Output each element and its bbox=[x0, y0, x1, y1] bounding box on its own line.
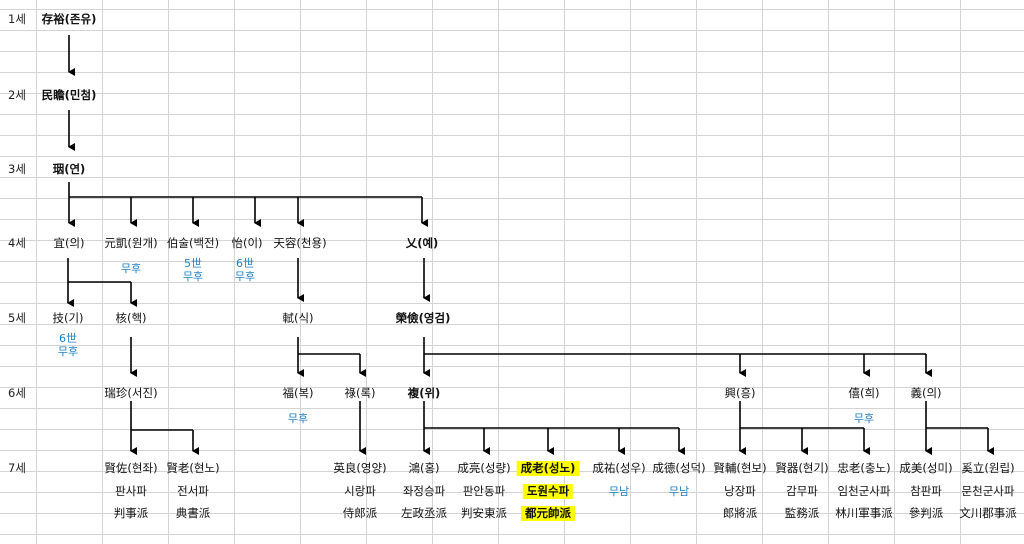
person-g7: 賢器(현기) bbox=[775, 461, 829, 475]
person-g4: 伯술(백전) bbox=[166, 236, 220, 250]
note-muhu: 무후 bbox=[182, 270, 204, 283]
branch-name-hangul: 전서파 bbox=[177, 484, 209, 498]
generation-label: 7세 bbox=[8, 461, 26, 475]
person-g6: 興(흥) bbox=[724, 386, 756, 400]
person-g5: 核(핵) bbox=[115, 311, 147, 325]
person-g4: 天容(천용) bbox=[273, 236, 327, 250]
branch-name-hanja: 判安東派 bbox=[461, 506, 507, 520]
branch-name-hanja: 監務派 bbox=[784, 506, 820, 520]
branch-name-hangul: 판사파 bbox=[115, 484, 147, 498]
person-g2: 民瞻(민첨) bbox=[41, 88, 97, 102]
person-g6: 複(위) bbox=[407, 386, 441, 400]
note-generation: 6世 bbox=[236, 257, 254, 270]
branch-name-hangul: 문천군사파 bbox=[961, 484, 1015, 498]
person-g7: 忠老(충노) bbox=[837, 461, 891, 475]
note-generation: 5世 bbox=[184, 257, 202, 270]
person-g7: 賢老(현노) bbox=[166, 461, 220, 475]
branch-name-hangul: 감무파 bbox=[786, 484, 818, 498]
person-g4: 乂(예) bbox=[405, 236, 439, 250]
branch-name-hangul: 좌정승파 bbox=[402, 484, 446, 498]
generation-label: 2세 bbox=[8, 88, 26, 102]
person-g7: 奚立(원립) bbox=[961, 461, 1015, 475]
branch-name-hangul: 판안동파 bbox=[462, 484, 506, 498]
branch-name-hanja: 文川郡事派 bbox=[959, 506, 1017, 520]
person-g7: 成祐(성우) bbox=[592, 461, 646, 475]
person-g6: 福(복) bbox=[282, 386, 314, 400]
note-muhu: 무후 bbox=[120, 262, 142, 275]
person-g7: 成亮(성량) bbox=[457, 461, 511, 475]
note-muhu: 무후 bbox=[287, 412, 309, 425]
branch-name-hanja: 典書派 bbox=[175, 506, 211, 520]
branch-name-hangul: 도원수파 bbox=[522, 484, 574, 499]
person-g7: 英良(영양) bbox=[333, 461, 387, 475]
person-g6: 義(의) bbox=[910, 386, 942, 400]
branch-name-hanja: 侍郎派 bbox=[342, 506, 378, 520]
person-g7: 賢輔(현보) bbox=[713, 461, 767, 475]
person-g4: 怡(이) bbox=[231, 236, 263, 250]
branch-name-hangul: 참판파 bbox=[910, 484, 942, 498]
person-g7: 成德(성덕) bbox=[652, 461, 706, 475]
note-muhu: 무후 bbox=[57, 345, 79, 358]
branch-name-hanja: 參判派 bbox=[908, 506, 944, 520]
person-g7: 成美(성미) bbox=[899, 461, 953, 475]
branch-name-hanja: 左政丞派 bbox=[401, 506, 447, 520]
branch-name-hangul: 시랑파 bbox=[344, 484, 376, 498]
branch-name-hanja: 林川軍事派 bbox=[835, 506, 893, 520]
branch-name-hanja: 郎將派 bbox=[722, 506, 758, 520]
branch-name-hanja: 都元帥派 bbox=[521, 506, 575, 521]
note-munam: 무남 bbox=[608, 485, 630, 498]
person-g7: 鴻(홍) bbox=[408, 461, 440, 475]
person-g1: 存裕(존유) bbox=[41, 12, 97, 26]
generation-label: 1세 bbox=[8, 12, 26, 26]
note-muhu: 무후 bbox=[234, 270, 256, 283]
branch-name-hanja: 判事派 bbox=[113, 506, 149, 520]
person-g6: 祿(록) bbox=[344, 386, 376, 400]
generation-label: 6세 bbox=[8, 386, 26, 400]
person-g6: 僖(희) bbox=[848, 386, 880, 400]
person-g6: 瑞珍(서진) bbox=[104, 386, 158, 400]
person-g7: 成老(성노) bbox=[516, 461, 580, 476]
person-g5: 技(기) bbox=[52, 311, 84, 325]
branch-name-hangul: 낭장파 bbox=[724, 484, 756, 498]
person-g3: 珚(연) bbox=[52, 162, 86, 176]
note-munam: 무남 bbox=[668, 485, 690, 498]
generation-label: 3세 bbox=[8, 162, 26, 176]
person-g5: 軾(식) bbox=[282, 311, 314, 325]
generation-label: 4세 bbox=[8, 236, 26, 250]
person-g4: 元凱(원개) bbox=[104, 236, 158, 250]
branch-name-hangul: 임천군사파 bbox=[837, 484, 891, 498]
note-generation: 6世 bbox=[59, 332, 77, 345]
person-g4: 宜(의) bbox=[53, 236, 85, 250]
person-g7: 賢佐(현좌) bbox=[104, 461, 158, 475]
person-g5: 榮儉(영검) bbox=[395, 311, 451, 325]
generation-label: 5세 bbox=[8, 311, 26, 325]
note-muhu: 무후 bbox=[853, 412, 875, 425]
